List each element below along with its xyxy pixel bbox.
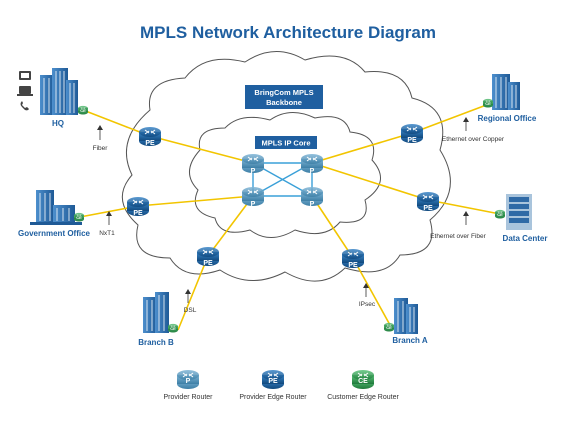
datacenter-label: Data Center	[503, 234, 548, 243]
legend-provider-edge-label: Provider Edge Router	[239, 394, 307, 401]
phone-icon	[20, 101, 29, 111]
svg-text:NxT1: NxT1	[99, 230, 115, 237]
backbone-label-line2: Backbone	[266, 98, 302, 107]
hq-label: HQ	[52, 119, 64, 128]
ce-router-label: CE	[485, 101, 491, 106]
ce-router-label: CE	[386, 325, 392, 330]
regional-site: CE Regional Office	[478, 74, 537, 123]
legend-p-router-text: P	[186, 378, 191, 385]
backbone-label-line1: BringCom MPLS	[254, 88, 313, 97]
datacenter-site: CE Data Center	[494, 194, 548, 243]
backbone-cloud	[121, 51, 451, 282]
nxt1-link-label: NxT1	[99, 211, 115, 237]
regional-label: Regional Office	[478, 114, 537, 123]
regional-building-icon	[492, 74, 520, 110]
ce-router-label: CE	[80, 108, 86, 113]
branch-b-label: Branch B	[138, 338, 174, 347]
pe-router-label: PE	[203, 260, 213, 267]
datacenter-server-icon	[506, 194, 532, 230]
legend-pe-router-text: PE	[268, 378, 278, 385]
legend-customer-edge-label: Customer Edge Router	[327, 394, 399, 401]
pe-router-label: PE	[348, 262, 358, 269]
svg-text:IPsec: IPsec	[359, 301, 376, 308]
ethernet-copper-link-label: Ethernet over Copper	[442, 117, 505, 143]
fiber-link-label: Fiber	[93, 125, 109, 152]
ce-router-label: CE	[497, 212, 503, 217]
branch-a-building-icon	[394, 298, 418, 334]
svg-text:Ethernet over Fiber: Ethernet over Fiber	[430, 233, 486, 240]
ce-router-label: CE	[76, 215, 82, 220]
pe-router-label: PE	[133, 210, 143, 217]
government-site: CE Government Office	[18, 190, 91, 238]
core-label-box	[255, 136, 317, 149]
government-building-icon	[30, 190, 82, 225]
dsl-link-label: DSL	[184, 289, 197, 314]
legend-ce-router-text: CE	[358, 378, 368, 385]
government-label: Government Office	[18, 229, 91, 238]
backbone-label-box	[245, 85, 323, 109]
core-label: MPLS IP Core	[261, 139, 310, 148]
ethernet-fiber-link-label: Ethernet over Fiber	[430, 211, 487, 240]
svg-text:Fiber: Fiber	[93, 145, 109, 152]
p-router-label: P	[310, 168, 315, 175]
p-router-label: P	[251, 201, 256, 208]
ce-router-label: CE	[170, 326, 176, 331]
hq-site: CE HQ	[17, 68, 89, 128]
hq-building-icon	[40, 68, 78, 115]
branch-b-site: CE Branch B	[138, 292, 179, 347]
pe-router-label: PE	[423, 205, 433, 212]
pe-router-label: PE	[407, 137, 417, 144]
branch-b-building-icon	[143, 292, 169, 333]
p-router-label: P	[251, 168, 256, 175]
diagram-title: MPLS Network Architecture Diagram	[140, 23, 436, 42]
branch-a-site: CE Branch A	[383, 298, 428, 345]
svg-text:DSL: DSL	[184, 307, 197, 314]
legend: P Provider Router PE Provider Edge Route…	[163, 369, 399, 401]
svg-text:Ethernet over Copper: Ethernet over Copper	[442, 136, 505, 143]
laptop-icon	[19, 86, 31, 94]
branch-a-label: Branch A	[392, 336, 427, 345]
ipsec-link-label: IPsec	[359, 283, 376, 308]
pe-router-label: PE	[145, 140, 155, 147]
legend-provider-label: Provider Router	[163, 394, 213, 401]
p-router-label: P	[310, 201, 315, 208]
